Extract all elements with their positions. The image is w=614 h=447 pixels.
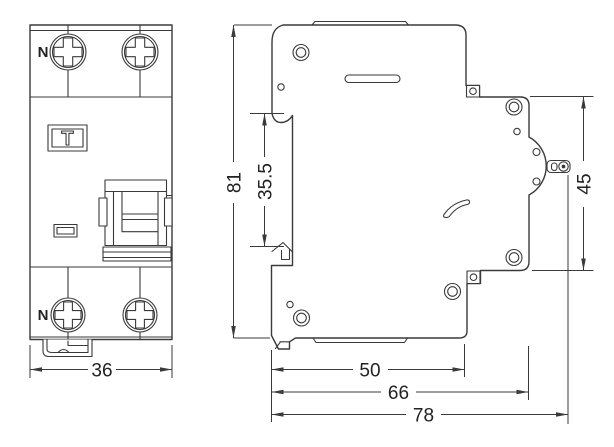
dim-label-36: 36: [91, 361, 112, 382]
top-cover-strip: [311, 20, 410, 26]
din-clip-hook: [271, 241, 294, 261]
dim-label-35-5: 35.5: [256, 163, 277, 200]
case-rivets: [292, 43, 523, 327]
dim-label-66: 66: [388, 383, 409, 404]
test-button[interactable]: T: [47, 124, 88, 152]
front-view: N T: [29, 24, 173, 382]
bottom-terminal-stems: [67, 266, 141, 341]
dimension-din-channel-35-5: 35.5: [250, 113, 284, 247]
busbar-latch[interactable]: [546, 159, 571, 174]
top-terminal-screw-left: [49, 33, 87, 71]
vent-slot: [344, 74, 401, 84]
terminal-access-bottom: [466, 270, 481, 285]
dim-label-78: 78: [413, 406, 434, 427]
din-clip-foot: [274, 341, 291, 350]
bottom-terminal-screw-right: [122, 297, 158, 333]
toggle-handle-frame: [104, 179, 168, 247]
breaker-side-body: [270, 24, 547, 350]
phillips-cross-icon: [54, 301, 82, 329]
dimension-height-81: 81: [225, 24, 272, 339]
phillips-cross-icon: [125, 37, 155, 67]
dimension-front-height-45: 45: [530, 96, 596, 271]
top-terminal-stems: [67, 24, 141, 98]
phillips-cross-icon: [53, 37, 83, 67]
neutral-terminal-label-top: N: [38, 44, 49, 61]
dimension-depth-78: 78: [271, 175, 569, 427]
test-button-label: T: [61, 128, 73, 150]
top-terminal-screw-right: [121, 33, 159, 71]
toggle-ear-left: [98, 197, 108, 227]
toggle-ear-right: [163, 197, 173, 227]
neutral-terminal-label-bottom: N: [38, 307, 49, 324]
dimension-depth-66: 66: [271, 346, 529, 404]
toggle-switch[interactable]: [98, 179, 173, 262]
crescent-mark: [442, 199, 471, 219]
toggle-base: [102, 246, 172, 262]
dim-label-81: 81: [225, 172, 246, 193]
dimension-width-36: 36: [29, 345, 173, 382]
din-clip-front: [42, 338, 93, 358]
dimension-depth-50: 50: [271, 344, 465, 422]
bottom-terminal-screw-left: [50, 297, 86, 333]
dim-label-50: 50: [359, 361, 380, 382]
pin-holes: [277, 83, 541, 309]
phillips-cross-icon: [126, 301, 154, 329]
indicator-window: [53, 223, 78, 238]
side-view: 81 35.5 45 50: [225, 20, 596, 427]
dim-label-45: 45: [575, 173, 596, 194]
bottom-cover-strip: [312, 337, 409, 344]
terminal-access-top: [465, 84, 481, 98]
